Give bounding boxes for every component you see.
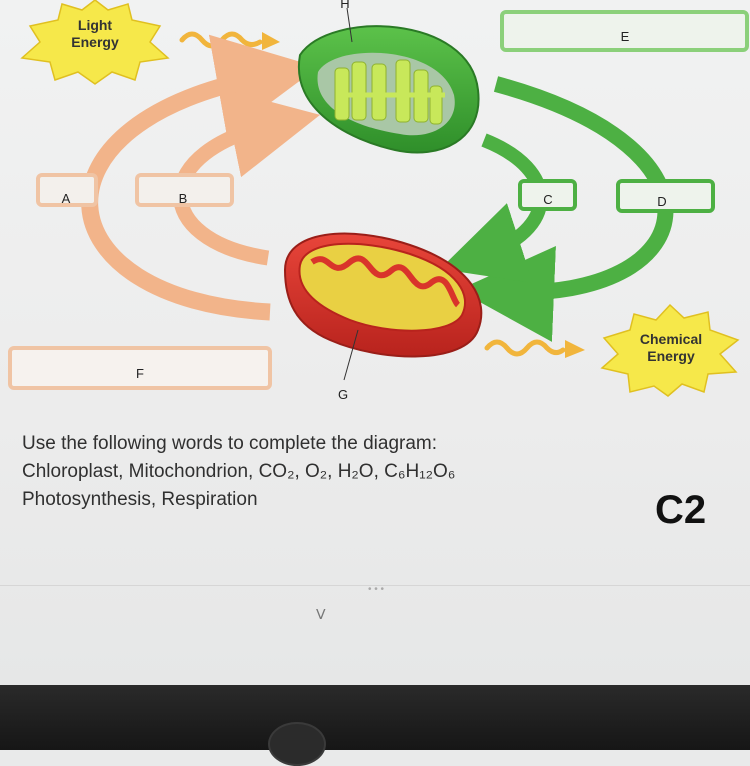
hp-logo-icon: [268, 722, 326, 766]
light-energy-burst: [20, 0, 170, 85]
instructions-line1: Use the following words to complete the …: [22, 433, 438, 454]
instructions-line3: Photosynthesis, Respiration: [22, 489, 258, 510]
label-g: G: [337, 387, 349, 402]
light-wave-arrowhead: [262, 32, 280, 50]
instructions: Use the following words to complete the …: [22, 430, 622, 514]
chemical-energy-label: Chemical Energy: [628, 331, 714, 365]
label-e: E: [620, 29, 630, 44]
box-a[interactable]: [36, 173, 98, 207]
monitor-bezel: [0, 685, 750, 750]
light-wave: [179, 31, 263, 49]
page-divider: [0, 585, 750, 586]
label-d: D: [657, 194, 667, 209]
label-a: A: [61, 191, 71, 206]
box-e[interactable]: [500, 10, 749, 52]
mitochondrion-illustration: [283, 232, 483, 358]
label-c: C: [543, 192, 553, 207]
light-energy-word1: Light: [77, 17, 113, 33]
diagram: [8, 0, 749, 397]
label-h: H: [340, 0, 350, 11]
box-b[interactable]: [135, 173, 234, 207]
light-energy-label: Light Energy: [58, 17, 132, 51]
chemical-energy-word2: Energy: [647, 348, 695, 364]
instructions-line2: Chloroplast, Mitochondrion, CO₂, O₂, H₂O…: [22, 461, 456, 482]
light-energy-word2: Energy: [71, 34, 119, 50]
cursor-icon: ᐯ: [316, 606, 326, 622]
scroll-indicator: • • •: [368, 584, 385, 595]
box-f[interactable]: [8, 346, 272, 390]
label-f: F: [136, 366, 144, 381]
chemical-energy-word1: Chemical: [639, 331, 703, 347]
chemical-energy-burst: [600, 303, 740, 397]
chemical-wave-arrowhead: [565, 340, 585, 358]
label-b: B: [178, 191, 188, 206]
arrow-outer-green: [458, 76, 674, 342]
worksheet-code: C2: [655, 488, 707, 532]
screen: Light Energy Chemical Energy A B C D E F…: [0, 0, 750, 685]
box-d[interactable]: [616, 179, 715, 213]
chloroplast-illustration: [297, 25, 480, 154]
box-c[interactable]: [518, 179, 577, 211]
chemical-wave: [484, 339, 566, 357]
leader-g: [343, 329, 359, 381]
leader-h: [346, 7, 353, 43]
